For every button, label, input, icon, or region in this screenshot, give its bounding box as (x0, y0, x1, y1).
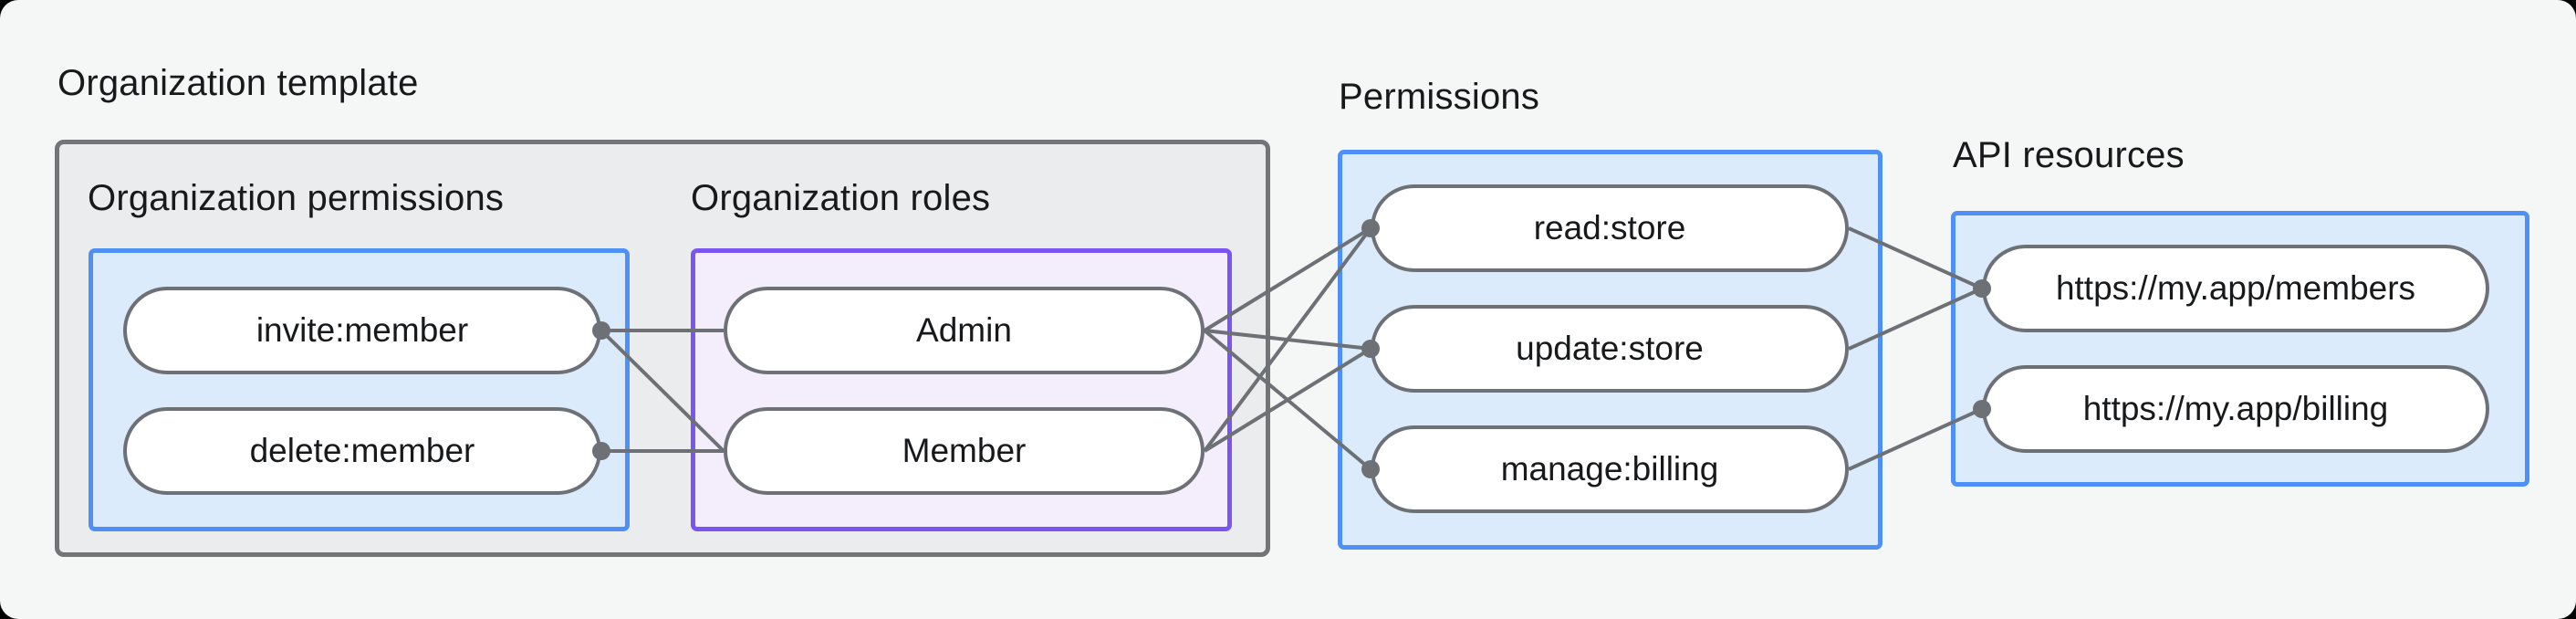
permissions-label: Permissions (1339, 77, 1540, 117)
api-resources-label: API resources (1953, 135, 2185, 175)
node-api-members-url: https://my.app/members (1982, 245, 2489, 332)
node-manage-billing: manage:billing (1371, 425, 1849, 513)
node-read-store: read:store (1371, 184, 1849, 272)
node-delete-member: delete:member (123, 407, 601, 495)
node-api-billing-url: https://my.app/billing (1982, 365, 2489, 453)
organization-template-label: Organization template (57, 63, 419, 103)
node-member-role: Member (724, 407, 1205, 495)
node-admin-role: Admin (724, 287, 1205, 374)
node-update-store: update:store (1371, 305, 1849, 393)
organization-permissions-label: Organization permissions (88, 178, 505, 218)
node-invite-member: invite:member (123, 287, 601, 374)
organization-roles-label: Organization roles (691, 178, 991, 218)
